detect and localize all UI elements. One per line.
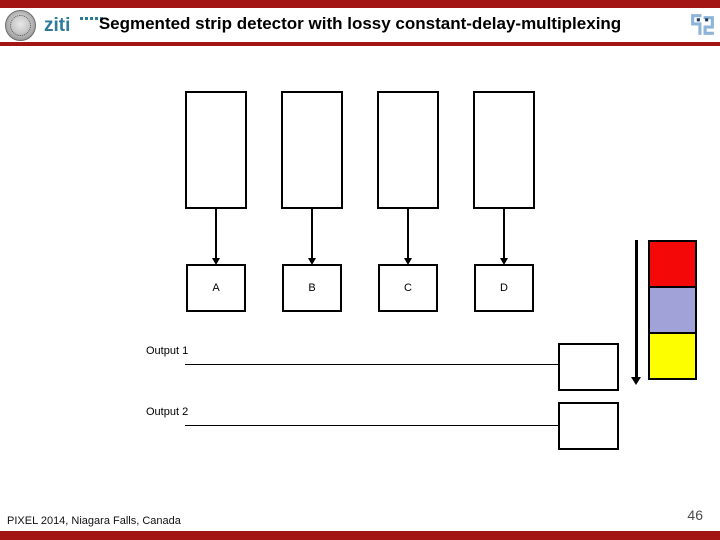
header-divider-bar bbox=[0, 42, 720, 46]
output2-line bbox=[185, 425, 558, 426]
connector-line-b bbox=[311, 209, 313, 258]
channel-label-b: B bbox=[308, 282, 316, 294]
connector-line-d bbox=[503, 209, 505, 258]
stack-cell-red bbox=[648, 240, 697, 288]
channel-label-c: C bbox=[404, 282, 412, 294]
readout-direction-arrow-line bbox=[635, 240, 638, 378]
channel-box-b: B bbox=[282, 264, 342, 312]
page-number: 46 bbox=[687, 507, 703, 523]
channel-label-d: D bbox=[500, 282, 508, 294]
arrowhead-d-icon bbox=[500, 258, 508, 265]
stack-cell-lavender bbox=[648, 286, 697, 334]
color-stack bbox=[648, 240, 697, 380]
strip-rect-2 bbox=[281, 91, 343, 209]
strip-rect-1 bbox=[185, 91, 247, 209]
output1-box bbox=[558, 343, 619, 391]
ziti-logo-text: ziti bbox=[44, 15, 71, 36]
connector-line-c bbox=[407, 209, 409, 258]
university-seal-icon bbox=[5, 10, 36, 41]
arrowhead-a-icon bbox=[212, 258, 220, 265]
output1-label: Output 1 bbox=[146, 345, 189, 357]
connector-line-a bbox=[215, 209, 217, 258]
strip-rect-4 bbox=[473, 91, 535, 209]
channel-box-a: A bbox=[186, 264, 246, 312]
readout-direction-arrowhead-icon bbox=[631, 377, 641, 385]
arrowhead-b-icon bbox=[308, 258, 316, 265]
strip-rect-3 bbox=[377, 91, 439, 209]
stack-cell-yellow bbox=[648, 332, 697, 380]
bottom-accent-bar bbox=[0, 531, 720, 540]
header-band bbox=[0, 8, 720, 42]
top-accent-bar bbox=[0, 0, 720, 8]
ziti-logo-dots-icon bbox=[80, 17, 103, 20]
channel-box-d: D bbox=[474, 264, 534, 312]
footer-conference-text: PIXEL 2014, Niagara Falls, Canada bbox=[7, 515, 181, 527]
arrowhead-c-icon bbox=[404, 258, 412, 265]
channel-label-a: A bbox=[212, 282, 220, 294]
pixel-detector-logo-icon bbox=[691, 14, 714, 35]
output2-label: Output 2 bbox=[146, 406, 189, 418]
page-title: Segmented strip detector with lossy cons… bbox=[98, 14, 622, 33]
output1-line bbox=[185, 364, 558, 365]
output2-box bbox=[558, 402, 619, 450]
channel-box-c: C bbox=[378, 264, 438, 312]
